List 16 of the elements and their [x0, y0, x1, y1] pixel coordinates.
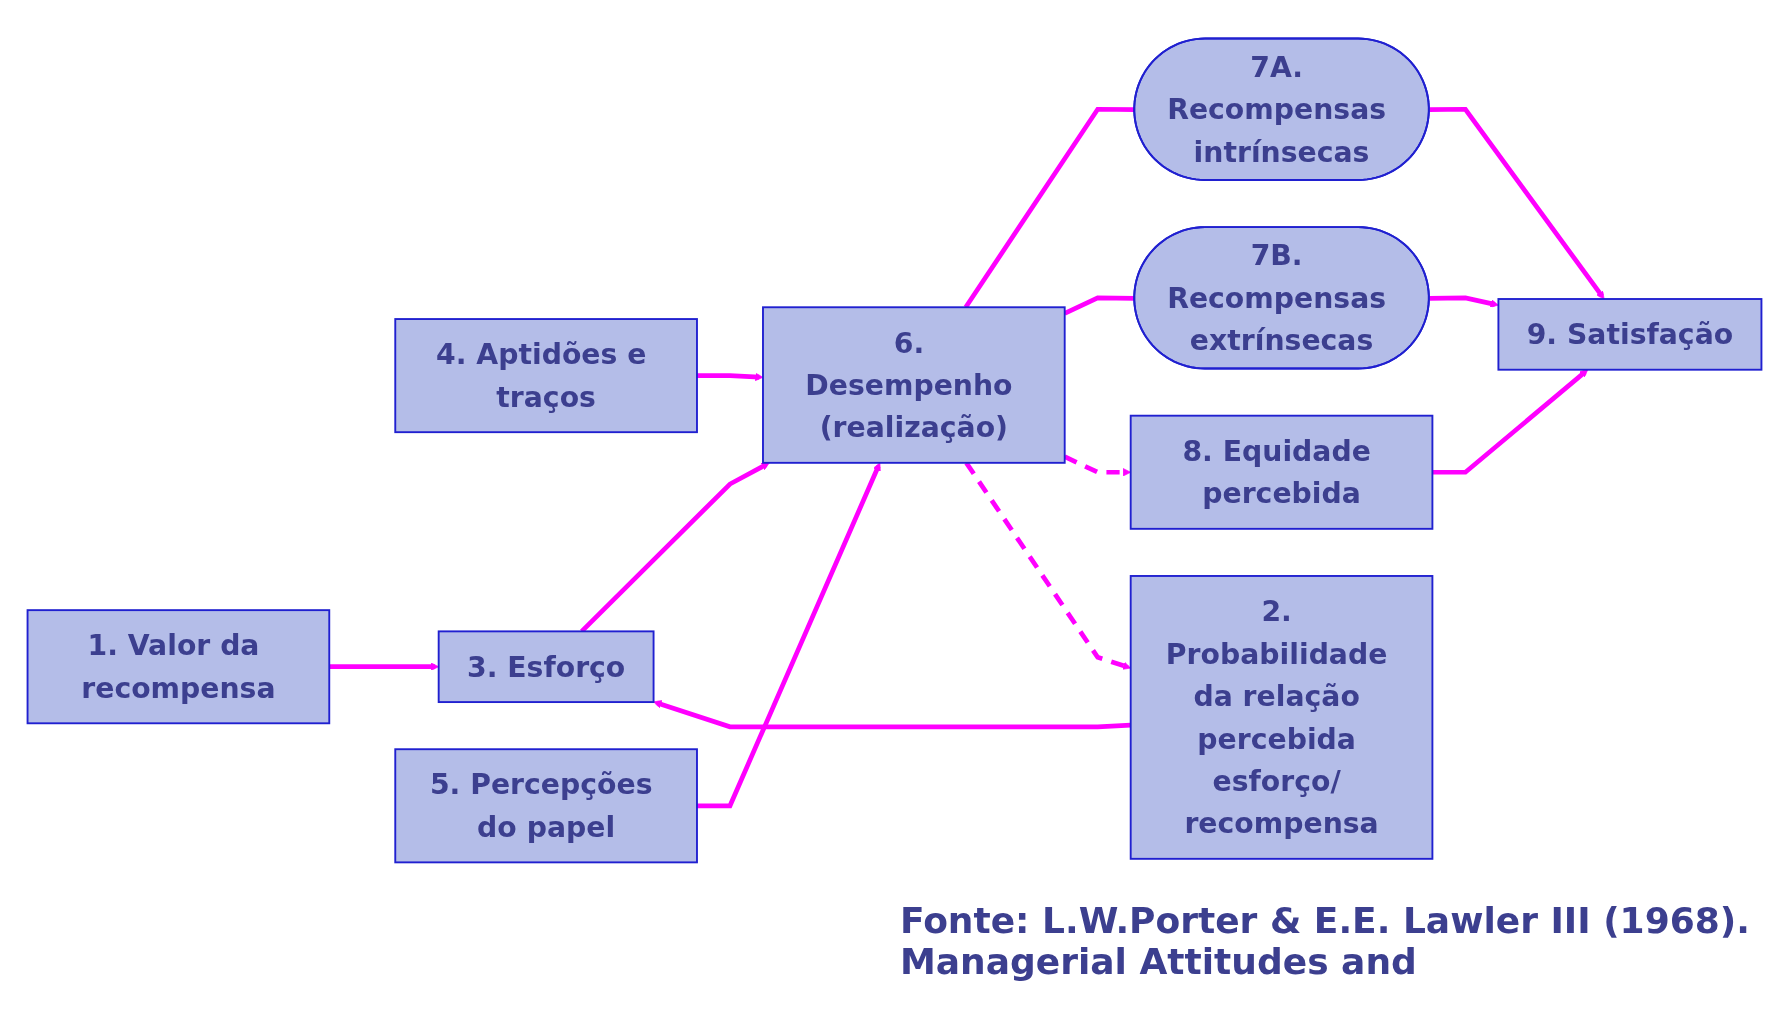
- process-box: 6. Desempenho (realização): [762, 305, 1066, 464]
- arrow: [1429, 295, 1499, 308]
- source-caption: Fonte: L.W.Porter & E.E. Lawler III (1968). Managerial Attitudes and: [900, 900, 1751, 982]
- reward-ellipse: 7A. Recompensas intrínsecas: [1133, 37, 1430, 181]
- arrow: [1432, 368, 1589, 475]
- process-box: 1. Valor da recompensa: [26, 608, 331, 724]
- process-box: 3. Esforço: [437, 629, 655, 703]
- arrow: [697, 462, 881, 808]
- arrow: [1429, 106, 1605, 299]
- process-box: 9. Satisfação: [1497, 297, 1763, 371]
- process-box: 8. Equidade percebida: [1129, 414, 1434, 530]
- process-box: 4. Aptidões e traços: [394, 317, 698, 433]
- process-box: 5. Percepções do papel: [394, 747, 698, 863]
- process-box: 2. Probabilidade da relação percebida esforço/ recompensa: [1129, 574, 1434, 860]
- arrow: [653, 699, 1131, 729]
- reward-ellipse: 7B. Recompensas extrínsecas: [1133, 225, 1430, 370]
